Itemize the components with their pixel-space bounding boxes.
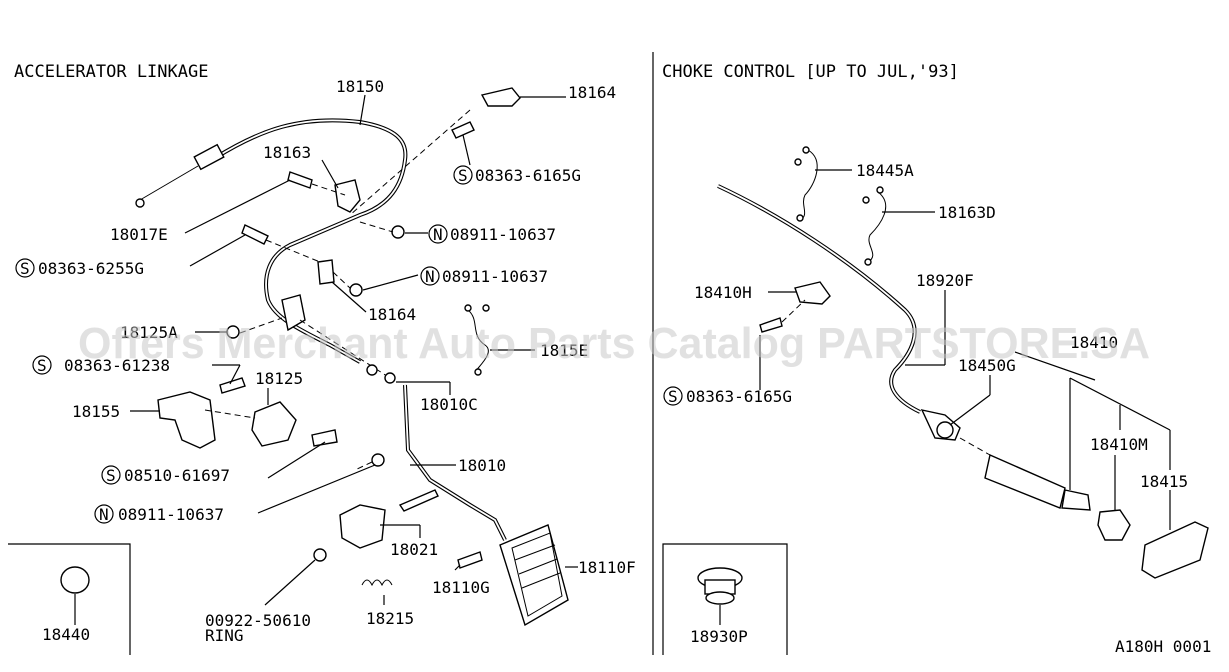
label-18930p: 18930P xyxy=(690,627,748,646)
cap-18440 xyxy=(60,566,90,594)
label-18445a: 18445A xyxy=(856,161,914,180)
stopper-18125 xyxy=(251,401,297,447)
label-08363-61238: 08363-61238 xyxy=(64,356,170,375)
bolt-icon xyxy=(451,121,475,139)
pedal-arm[interactable] xyxy=(403,384,507,541)
svg-text:S: S xyxy=(106,466,116,485)
bracket-joint xyxy=(281,294,306,332)
section-title-accelerator: ACCELERATOR LINKAGE xyxy=(14,62,208,82)
label-18410m: 18410M xyxy=(1090,435,1148,454)
inset-box-right xyxy=(662,543,788,655)
bracket-18155 xyxy=(157,391,216,449)
diagram-code: A180H 0001 xyxy=(1115,637,1211,656)
accelerator-cable[interactable] xyxy=(135,118,408,364)
label-18163: 18163 xyxy=(263,143,311,162)
label-18920f: 18920F xyxy=(916,271,974,290)
spring-18215 xyxy=(361,579,393,587)
nut-icon xyxy=(391,225,405,239)
svg-text:N: N xyxy=(99,505,109,524)
label-18150: 18150 xyxy=(336,77,384,96)
nut-18410m xyxy=(1097,509,1131,541)
knob-18415 xyxy=(1141,521,1209,579)
svg-text:S: S xyxy=(458,166,468,185)
clip-18164-top xyxy=(480,87,521,107)
label-08911-10637-c: 08911-10637 xyxy=(118,505,224,524)
choke-cable[interactable] xyxy=(717,184,921,414)
label-1815e: 1815E xyxy=(540,341,588,360)
label-18110g: 18110G xyxy=(432,578,490,597)
pin-icon xyxy=(398,489,439,512)
label-08911-10637-a: 08911-10637 xyxy=(450,225,556,244)
label-18410: 18410 xyxy=(1070,333,1118,352)
inset-box-left xyxy=(8,543,131,655)
label-08363-6165g-left: 08363-6165G xyxy=(475,166,581,185)
svg-text:S: S xyxy=(20,259,30,278)
label-18410h: 18410H xyxy=(694,283,752,302)
section-title-choke: CHOKE CONTROL [UP TO JUL,'93] xyxy=(662,62,959,82)
cap-18930p xyxy=(697,567,743,605)
label-18450g: 18450G xyxy=(958,356,1016,375)
stopper-18110g xyxy=(457,551,483,569)
clip-18163d xyxy=(867,191,887,263)
label-18125a: 18125A xyxy=(120,323,178,342)
pedal-pad-18110f[interactable] xyxy=(499,524,569,627)
svg-text:S: S xyxy=(37,356,47,375)
label-18010: 18010 xyxy=(458,456,506,475)
bolt-icon xyxy=(311,429,338,447)
label-18215: 18215 xyxy=(366,609,414,628)
choke-control-body[interactable] xyxy=(984,454,1091,511)
label-18017e: 18017E xyxy=(110,225,168,244)
label-00922-50610: 00922-50610 xyxy=(205,611,311,630)
label-08911-10637-b: 08911-10637 xyxy=(442,267,548,286)
screw-icon xyxy=(759,317,783,333)
label-ring: RING xyxy=(205,626,244,645)
label-18440: 18440 xyxy=(42,625,90,644)
label-18125: 18125 xyxy=(255,369,303,388)
bolt-icon xyxy=(241,224,269,245)
label-18155: 18155 xyxy=(72,402,120,421)
clip-18445a xyxy=(799,149,818,221)
label-08510-61697: 08510-61697 xyxy=(124,466,230,485)
label-18021: 18021 xyxy=(390,540,438,559)
bracket-18410h xyxy=(794,281,831,305)
bracket-18163 xyxy=(334,179,361,213)
pivot-bracket-18021 xyxy=(339,504,386,549)
watermark: Offers Merchant Auto Parts Catalog PARTS… xyxy=(78,319,1150,368)
spring-1815e xyxy=(467,309,489,373)
clip-18164-mid xyxy=(317,259,335,285)
label-18164-mid: 18164 xyxy=(368,305,416,324)
label-08363-6255g: 08363-6255G xyxy=(38,259,144,278)
nut-icon xyxy=(366,364,378,376)
svg-text:N: N xyxy=(425,267,435,286)
label-18110f: 18110F xyxy=(578,558,636,577)
bolt-icon xyxy=(287,171,313,189)
label-18010c: 18010C xyxy=(420,395,478,414)
label-18164-top: 18164 xyxy=(568,83,616,102)
label-08363-6165g-right: 08363-6165G xyxy=(686,387,792,406)
label-18415: 18415 xyxy=(1140,472,1188,491)
svg-text:S: S xyxy=(668,387,678,406)
washer-icon xyxy=(384,372,396,384)
bolt-icon xyxy=(219,377,246,394)
label-18163d: 18163D xyxy=(938,203,996,222)
nut-icon xyxy=(371,453,385,467)
washer-icon xyxy=(313,548,327,562)
svg-text:N: N xyxy=(433,225,443,244)
nut-icon xyxy=(349,283,363,297)
